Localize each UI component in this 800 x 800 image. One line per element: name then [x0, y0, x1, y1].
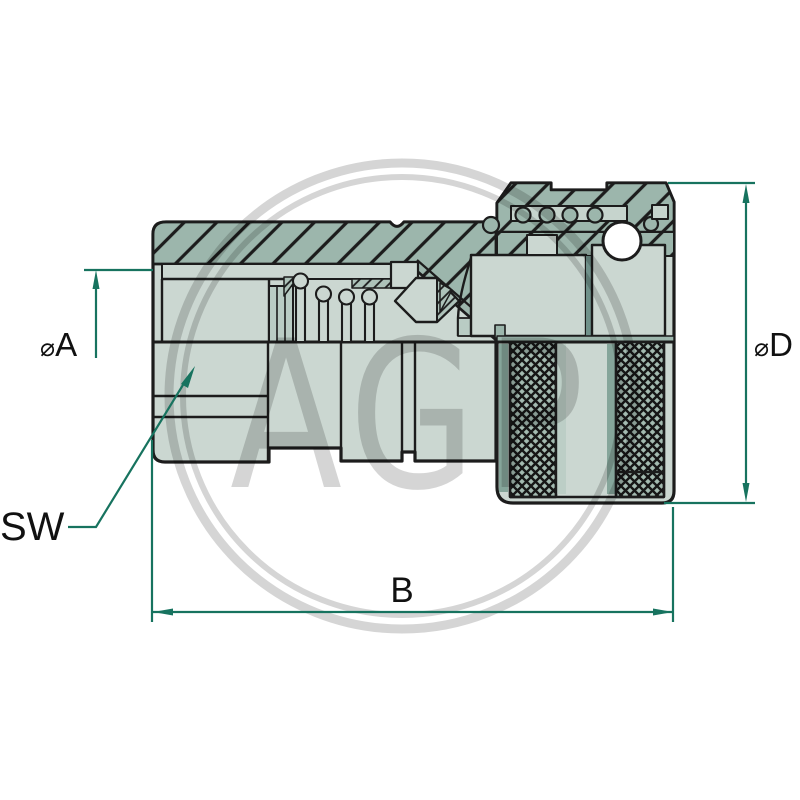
body-step-lines — [266, 342, 417, 462]
smooth-band-shadow — [607, 344, 616, 494]
watermark-ring-inner — [180, 174, 624, 618]
smooth-band-highlight — [557, 344, 566, 494]
poppet-valve — [389, 257, 473, 337]
locking-balls — [481, 204, 669, 262]
sw-leader-line — [68, 379, 187, 529]
watermark-ring-outer — [164, 158, 640, 634]
dim-d-label: ⌀D — [754, 326, 793, 363]
bearing-balls — [481, 206, 660, 235]
dim-a-arrowhead — [92, 270, 100, 289]
valve-body-block — [469, 253, 588, 338]
thread-step-block — [268, 285, 294, 343]
dim-d-arrowhead-bottom — [742, 483, 750, 502]
knurled-sleeve — [499, 340, 666, 499]
watermark-text: AGP — [230, 297, 594, 536]
dim-a-label: ⌀A — [40, 326, 77, 363]
locking-ball-large — [601, 220, 643, 262]
dimension-a: ⌀A — [40, 268, 153, 363]
spring-coils — [291, 272, 379, 344]
watermark: AGP — [164, 158, 640, 634]
dim-b-arrowhead-right — [653, 608, 673, 616]
hex-flat-lines — [153, 394, 268, 419]
sw-leader-arrowhead — [181, 366, 195, 388]
dim-b-label: B — [390, 571, 413, 610]
spring-guide-hatch — [351, 278, 393, 289]
dimension-d: ⌀D — [664, 181, 793, 505]
sleeve-grip-edges — [508, 342, 666, 499]
dim-d-arrowhead-top — [742, 184, 750, 203]
block-gap — [586, 256, 592, 336]
end-ball-left — [481, 215, 501, 235]
poppet-stem — [389, 260, 420, 290]
knurl-band-1 — [508, 340, 558, 499]
retainer-block — [526, 234, 558, 256]
dimension-b: B — [150, 440, 675, 622]
dim-b-arrowhead-left — [153, 608, 173, 616]
leader-sw: SW — [0, 366, 195, 549]
valve-guide-hatch — [439, 282, 453, 313]
coupling-drawing — [151, 181, 676, 505]
corner-key-square — [651, 204, 669, 220]
sw-label: SW — [0, 505, 65, 549]
sleeve-front-shadow — [499, 344, 508, 492]
spring — [283, 272, 393, 344]
